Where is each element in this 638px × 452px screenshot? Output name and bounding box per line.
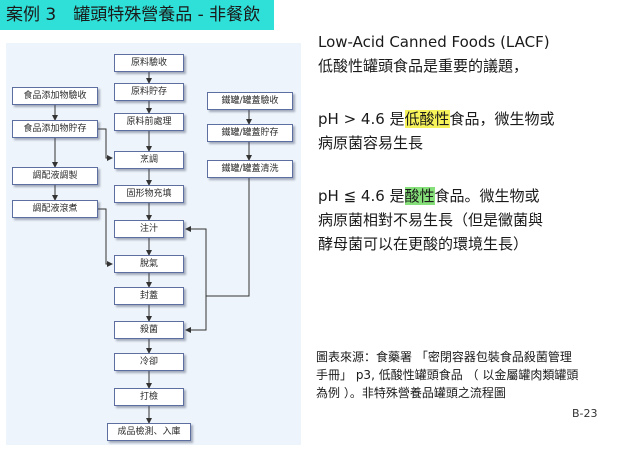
arrow-can-to-seal: [185, 177, 250, 333]
flow-node-raw-receiving: 原料驗收: [114, 54, 184, 72]
flow-node-can-storage: 鐵罐/罐蓋貯存: [207, 124, 293, 142]
flow-node-exhausting: 脫氣: [114, 255, 184, 273]
flow-node-liquid-injection: 注汁: [114, 220, 184, 238]
lacf-english: Low-Acid Canned Foods (LACF): [318, 33, 550, 51]
low-acid-highlight: 低酸性: [404, 110, 450, 128]
lacf-chinese: 低酸性罐頭食品是重要的議題，: [318, 57, 529, 75]
flow-node-can-receiving: 鐵罐/罐蓋驗收: [207, 92, 293, 110]
acid-prefix: pH ≦ 4.6 是: [318, 187, 405, 205]
slide-title: 案例 3 罐頭特殊營養品 - 非餐飲: [0, 0, 274, 30]
flow-node-sterilization: 殺菌: [114, 321, 184, 339]
source-line-1: 圖表來源：食藥署 「密閉容器包裝食品殺菌管理: [316, 350, 572, 364]
flow-node-raw-storage: 原料貯存: [114, 83, 184, 101]
flow-node-additive-receiving: 食品添加物驗收: [12, 87, 98, 105]
flowchart-panel: 原料驗收 原料貯存 原料前處理 烹調 固形物充填 注汁 脫氣 封蓋 殺菌 冷卻 …: [6, 43, 301, 445]
flow-node-inspection: 打檢: [114, 388, 184, 406]
acid-line-2: 病原菌相對不易生長（但是黴菌與: [318, 211, 544, 229]
arrow-can-to-fill: [185, 226, 207, 296]
flow-node-cooking: 烹調: [114, 151, 184, 169]
flow-node-can-cleaning: 鐵罐/罐蓋清洗: [207, 160, 293, 178]
flow-node-additive-storage: 食品添加物貯存: [12, 120, 98, 138]
acid-line-1: pH ≦ 4.6 是酸性食品。微生物或: [318, 184, 540, 208]
source-line-2: 手冊」 p3, 低酸性罐頭食品 （ 以金屬罐肉類罐頭: [316, 368, 579, 382]
source-line-3: 為例 ）。非特殊營養品罐頭之流程圖: [316, 386, 506, 400]
low-acid-prefix: pH > 4.6 是: [318, 110, 405, 128]
flow-node-solid-filling: 固形物充填: [114, 185, 184, 203]
acid-suffix: 食品。微生物或: [434, 187, 540, 205]
flow-node-pretreatment: 原料前處理: [114, 113, 184, 131]
figure-source: 圖表來源：食藥署 「密閉容器包裝食品殺菌管理 手冊」 p3, 低酸性罐頭食品 （…: [316, 348, 626, 402]
flowchart-connectors: [52, 72, 252, 424]
flow-node-liquid-boiling: 調配液滾煮: [12, 200, 98, 218]
low-acid-line-2: 病原菌容易生長: [318, 134, 424, 152]
flow-node-liquid-preparation: 調配液調製: [12, 167, 98, 185]
acid-line-3: 酵母菌可以在更酸的環境生長）: [318, 235, 529, 253]
low-acid-line-1: pH > 4.6 是低酸性食品，微生物或: [318, 107, 555, 131]
arrow-additive-to-cook: [98, 128, 113, 161]
flow-node-finished-product: 成品檢測、入庫: [107, 423, 191, 441]
flow-node-seaming: 封蓋: [114, 287, 184, 305]
acid-highlight: 酸性: [404, 187, 435, 205]
flow-node-cooling: 冷卻: [114, 353, 184, 371]
arrow-liquid-to-inject: [98, 208, 113, 267]
low-acid-suffix: 食品，微生物或: [449, 110, 555, 128]
page-number: B-23: [572, 407, 598, 420]
